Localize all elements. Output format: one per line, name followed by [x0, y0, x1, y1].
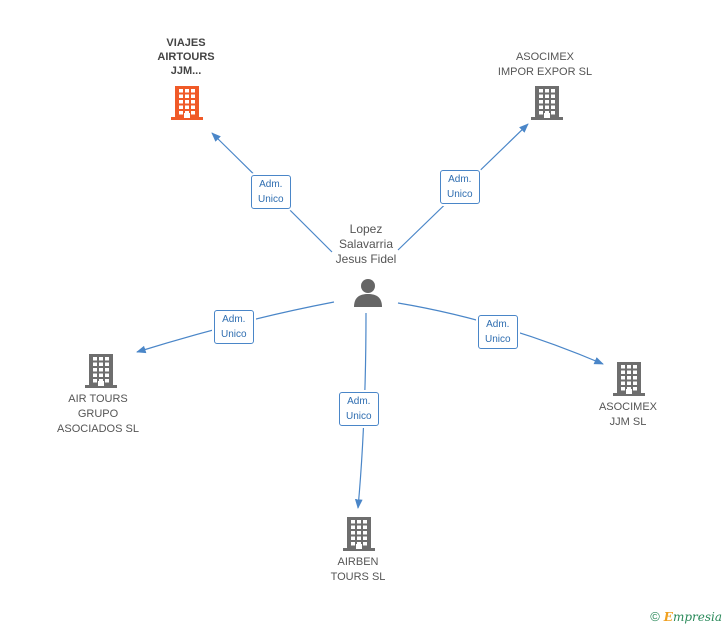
company-name-line: TOURS SL [330, 571, 386, 583]
company-name-line: JJM SL [609, 416, 647, 428]
company-name-asocimex-impor[interactable]: ASOCIMEX IMPOR EXPOR SL [490, 50, 600, 80]
building-icon[interactable] [85, 352, 117, 388]
company-name-line: ASOCIMEX [515, 51, 575, 63]
relation-label[interactable]: Adm. Unico [251, 175, 291, 209]
company-name-line: AIR TOURS [68, 393, 128, 405]
company-name-line: AIRTOURS [157, 51, 215, 63]
company-name-line: JJM... [170, 65, 202, 77]
company-name-airben[interactable]: AIRBEN TOURS SL [318, 555, 398, 585]
company-name-line: AIRBEN [337, 556, 379, 568]
building-icon[interactable] [613, 360, 645, 396]
footer-brand[interactable]: © Empresia [650, 609, 722, 624]
building-icon[interactable] [531, 84, 563, 120]
company-name-viajes[interactable]: VIAJES AIRTOURS JJM... [138, 36, 234, 78]
company-name-line: IMPOR EXPOR SL [497, 66, 593, 78]
relation-label[interactable]: Adm. Unico [339, 392, 379, 426]
company-name-line: ASOCIADOS SL [57, 423, 139, 435]
building-icon[interactable] [343, 515, 375, 551]
copyright-icon: © [650, 609, 660, 624]
center-name-line: Salavarria [338, 237, 394, 251]
center-name-line: Lopez [349, 222, 383, 236]
company-name-line: GRUPO [77, 408, 119, 420]
brand-logo: Empresia [663, 609, 722, 624]
company-name-line: ASOCIMEX [598, 401, 658, 413]
relation-label[interactable]: Adm. Unico [214, 310, 254, 344]
relation-label[interactable]: Adm. Unico [478, 315, 518, 349]
company-name-air-tours[interactable]: AIR TOURS GRUPO ASOCIADOS SL [48, 392, 148, 437]
company-name-asocimex-jjm[interactable]: ASOCIMEX JJM SL [588, 400, 668, 430]
center-person-name[interactable]: Lopez Salavarria Jesus Fidel [318, 222, 414, 267]
relation-label[interactable]: Adm. Unico [440, 170, 480, 204]
company-name-line: VIAJES [166, 37, 206, 49]
center-name-line: Jesus Fidel [335, 252, 397, 266]
person-icon[interactable] [352, 277, 384, 307]
building-icon[interactable] [171, 84, 203, 120]
